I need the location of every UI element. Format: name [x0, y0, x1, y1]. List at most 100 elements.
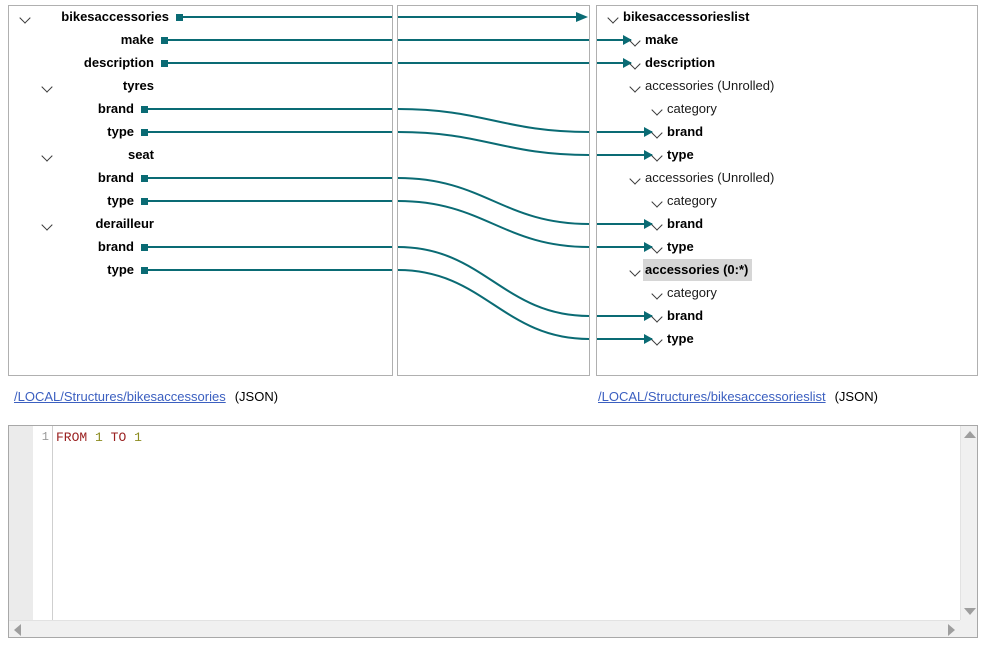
target-tree-row-cardinality: (Unrolled)	[713, 170, 775, 185]
source-tree-row[interactable]: make	[9, 30, 159, 50]
source-tree-row[interactable]: brand	[9, 168, 139, 188]
target-connector-arrow	[597, 35, 632, 45]
mapping-link-curve[interactable]	[398, 177, 589, 225]
target-tree-row[interactable]: type	[651, 329, 694, 349]
target-tree-row[interactable]: make	[629, 30, 678, 50]
tree-indent-spacer	[651, 218, 664, 231]
tree-indent-spacer	[629, 57, 642, 70]
scroll-left-arrow-icon[interactable]	[14, 624, 21, 636]
scroll-right-arrow-icon[interactable]	[948, 624, 955, 636]
target-tree-row[interactable]: brand	[651, 122, 703, 142]
source-connector-handle[interactable]	[176, 14, 183, 21]
source-connector-handle[interactable]	[141, 244, 148, 251]
source-connector-line	[147, 269, 392, 271]
source-connector-line	[167, 62, 392, 64]
target-tree-row[interactable]: category	[651, 191, 717, 211]
target-file-path-link[interactable]: /LOCAL/Structures/bikesaccessorieslist	[598, 389, 826, 404]
mapping-link-curve[interactable]	[398, 108, 589, 133]
target-tree-row[interactable]: brand	[651, 306, 703, 326]
source-tree-row[interactable]: type	[9, 191, 139, 211]
target-tree-row[interactable]: accessories (Unrolled)	[629, 168, 774, 188]
source-connector-line	[147, 246, 392, 248]
chevron-down-icon[interactable]	[41, 149, 54, 162]
target-file-link-row: /LOCAL/Structures/bikesaccessorieslist(J…	[598, 389, 878, 404]
target-tree-row-labelwrap: brand	[667, 122, 703, 142]
target-tree-row[interactable]: type	[651, 237, 694, 257]
scrollbar-corner	[960, 620, 977, 637]
mapping-link-curve[interactable]	[398, 246, 589, 317]
chevron-down-icon[interactable]	[607, 11, 620, 24]
chevron-down-icon[interactable]	[41, 80, 54, 93]
source-tree-row[interactable]: bikesaccessories	[9, 7, 174, 27]
editor-line-number: 1	[41, 430, 49, 444]
chevron-down-icon[interactable]	[629, 80, 642, 93]
source-connector-handle[interactable]	[141, 175, 148, 182]
mapping-link-curve[interactable]	[398, 200, 589, 248]
source-tree-row[interactable]: description	[9, 53, 159, 73]
source-tree-row-label: derailleur	[95, 216, 154, 231]
editor-horizontal-scrollbar[interactable]	[9, 620, 960, 637]
editor-vertical-scrollbar[interactable]	[960, 426, 977, 620]
target-connector-arrow	[597, 219, 653, 229]
target-tree-row[interactable]: category	[651, 99, 717, 119]
source-tree-row[interactable]: type	[9, 122, 139, 142]
scroll-down-arrow-icon[interactable]	[964, 608, 976, 615]
chevron-down-icon[interactable]	[19, 11, 32, 24]
source-connector-line	[147, 177, 392, 179]
target-tree-row-labelwrap: bikesaccessorieslist	[623, 7, 749, 27]
chevron-down-icon[interactable]	[629, 264, 642, 277]
scroll-up-arrow-icon[interactable]	[964, 431, 976, 438]
chevron-down-icon[interactable]	[629, 172, 642, 185]
source-tree[interactable]: bikesaccessories make description tyres bran…	[9, 6, 392, 375]
target-tree-row-label: category	[667, 101, 717, 116]
source-schema-panel[interactable]: bikesaccessories make description tyres bran…	[8, 5, 393, 376]
source-connector-handle[interactable]	[141, 267, 148, 274]
mapping-link-curve[interactable]	[398, 269, 589, 340]
source-tree-row-label: type	[107, 262, 134, 277]
source-file-path-link[interactable]: /LOCAL/Structures/bikesaccessories	[14, 389, 226, 404]
source-tree-row[interactable]: seat	[9, 145, 159, 165]
code-space	[87, 430, 95, 445]
target-tree-row-label: type	[667, 147, 694, 162]
source-tree-row[interactable]: brand	[9, 237, 139, 257]
target-tree-row-label: accessories	[645, 78, 714, 93]
target-tree-row[interactable]: accessories (Unrolled)	[629, 76, 774, 96]
target-connector-arrow	[597, 311, 653, 321]
target-schema-panel[interactable]: bikesaccessorieslist make description acces…	[596, 5, 978, 376]
target-tree-row[interactable]: bikesaccessorieslist	[607, 7, 749, 27]
target-connector-arrow	[597, 150, 653, 160]
source-tree-row[interactable]: brand	[9, 99, 139, 119]
chevron-down-icon[interactable]	[41, 218, 54, 231]
source-tree-row[interactable]: type	[9, 260, 139, 280]
target-tree-row[interactable]: brand	[651, 214, 703, 234]
target-tree-row-cardinality: (0:*)	[719, 262, 749, 277]
target-tree-row[interactable]: accessories (0:*)	[629, 259, 753, 281]
source-connector-handle[interactable]	[141, 129, 148, 136]
target-tree-row-labelwrap: brand	[667, 214, 703, 234]
target-tree-row-labelwrap: accessories (Unrolled)	[645, 76, 774, 96]
mapping-link-panel[interactable]	[397, 5, 590, 376]
target-connector-arrow	[597, 334, 653, 344]
source-connector-handle[interactable]	[161, 60, 168, 67]
source-connector-handle[interactable]	[141, 106, 148, 113]
editor-code-line[interactable]: FROM 1 TO 1	[56, 430, 142, 445]
target-tree-row[interactable]: type	[651, 145, 694, 165]
mapping-link-arrowhead	[576, 12, 588, 22]
target-tree-row[interactable]: category	[651, 283, 717, 303]
source-tree-row[interactable]: tyres	[9, 76, 159, 96]
code-space	[126, 430, 134, 445]
target-tree[interactable]: bikesaccessorieslist make description acces…	[597, 6, 977, 375]
target-tree-row-label: type	[667, 239, 694, 254]
mapping-link-curve[interactable]	[398, 131, 589, 156]
mapping-expression-editor[interactable]: 1 FROM 1 TO 1	[8, 425, 978, 638]
source-tree-row-label: brand	[97, 170, 134, 185]
source-connector-line	[182, 16, 392, 18]
source-tree-row[interactable]: derailleur	[9, 214, 159, 234]
source-connector-handle[interactable]	[161, 37, 168, 44]
target-tree-row-label: accessories	[645, 262, 720, 277]
target-tree-row[interactable]: description	[629, 53, 715, 73]
target-tree-row-label: description	[645, 55, 716, 70]
target-tree-row-labelwrap: category	[667, 283, 717, 303]
source-connector-handle[interactable]	[141, 198, 148, 205]
source-connector-line	[147, 131, 392, 133]
